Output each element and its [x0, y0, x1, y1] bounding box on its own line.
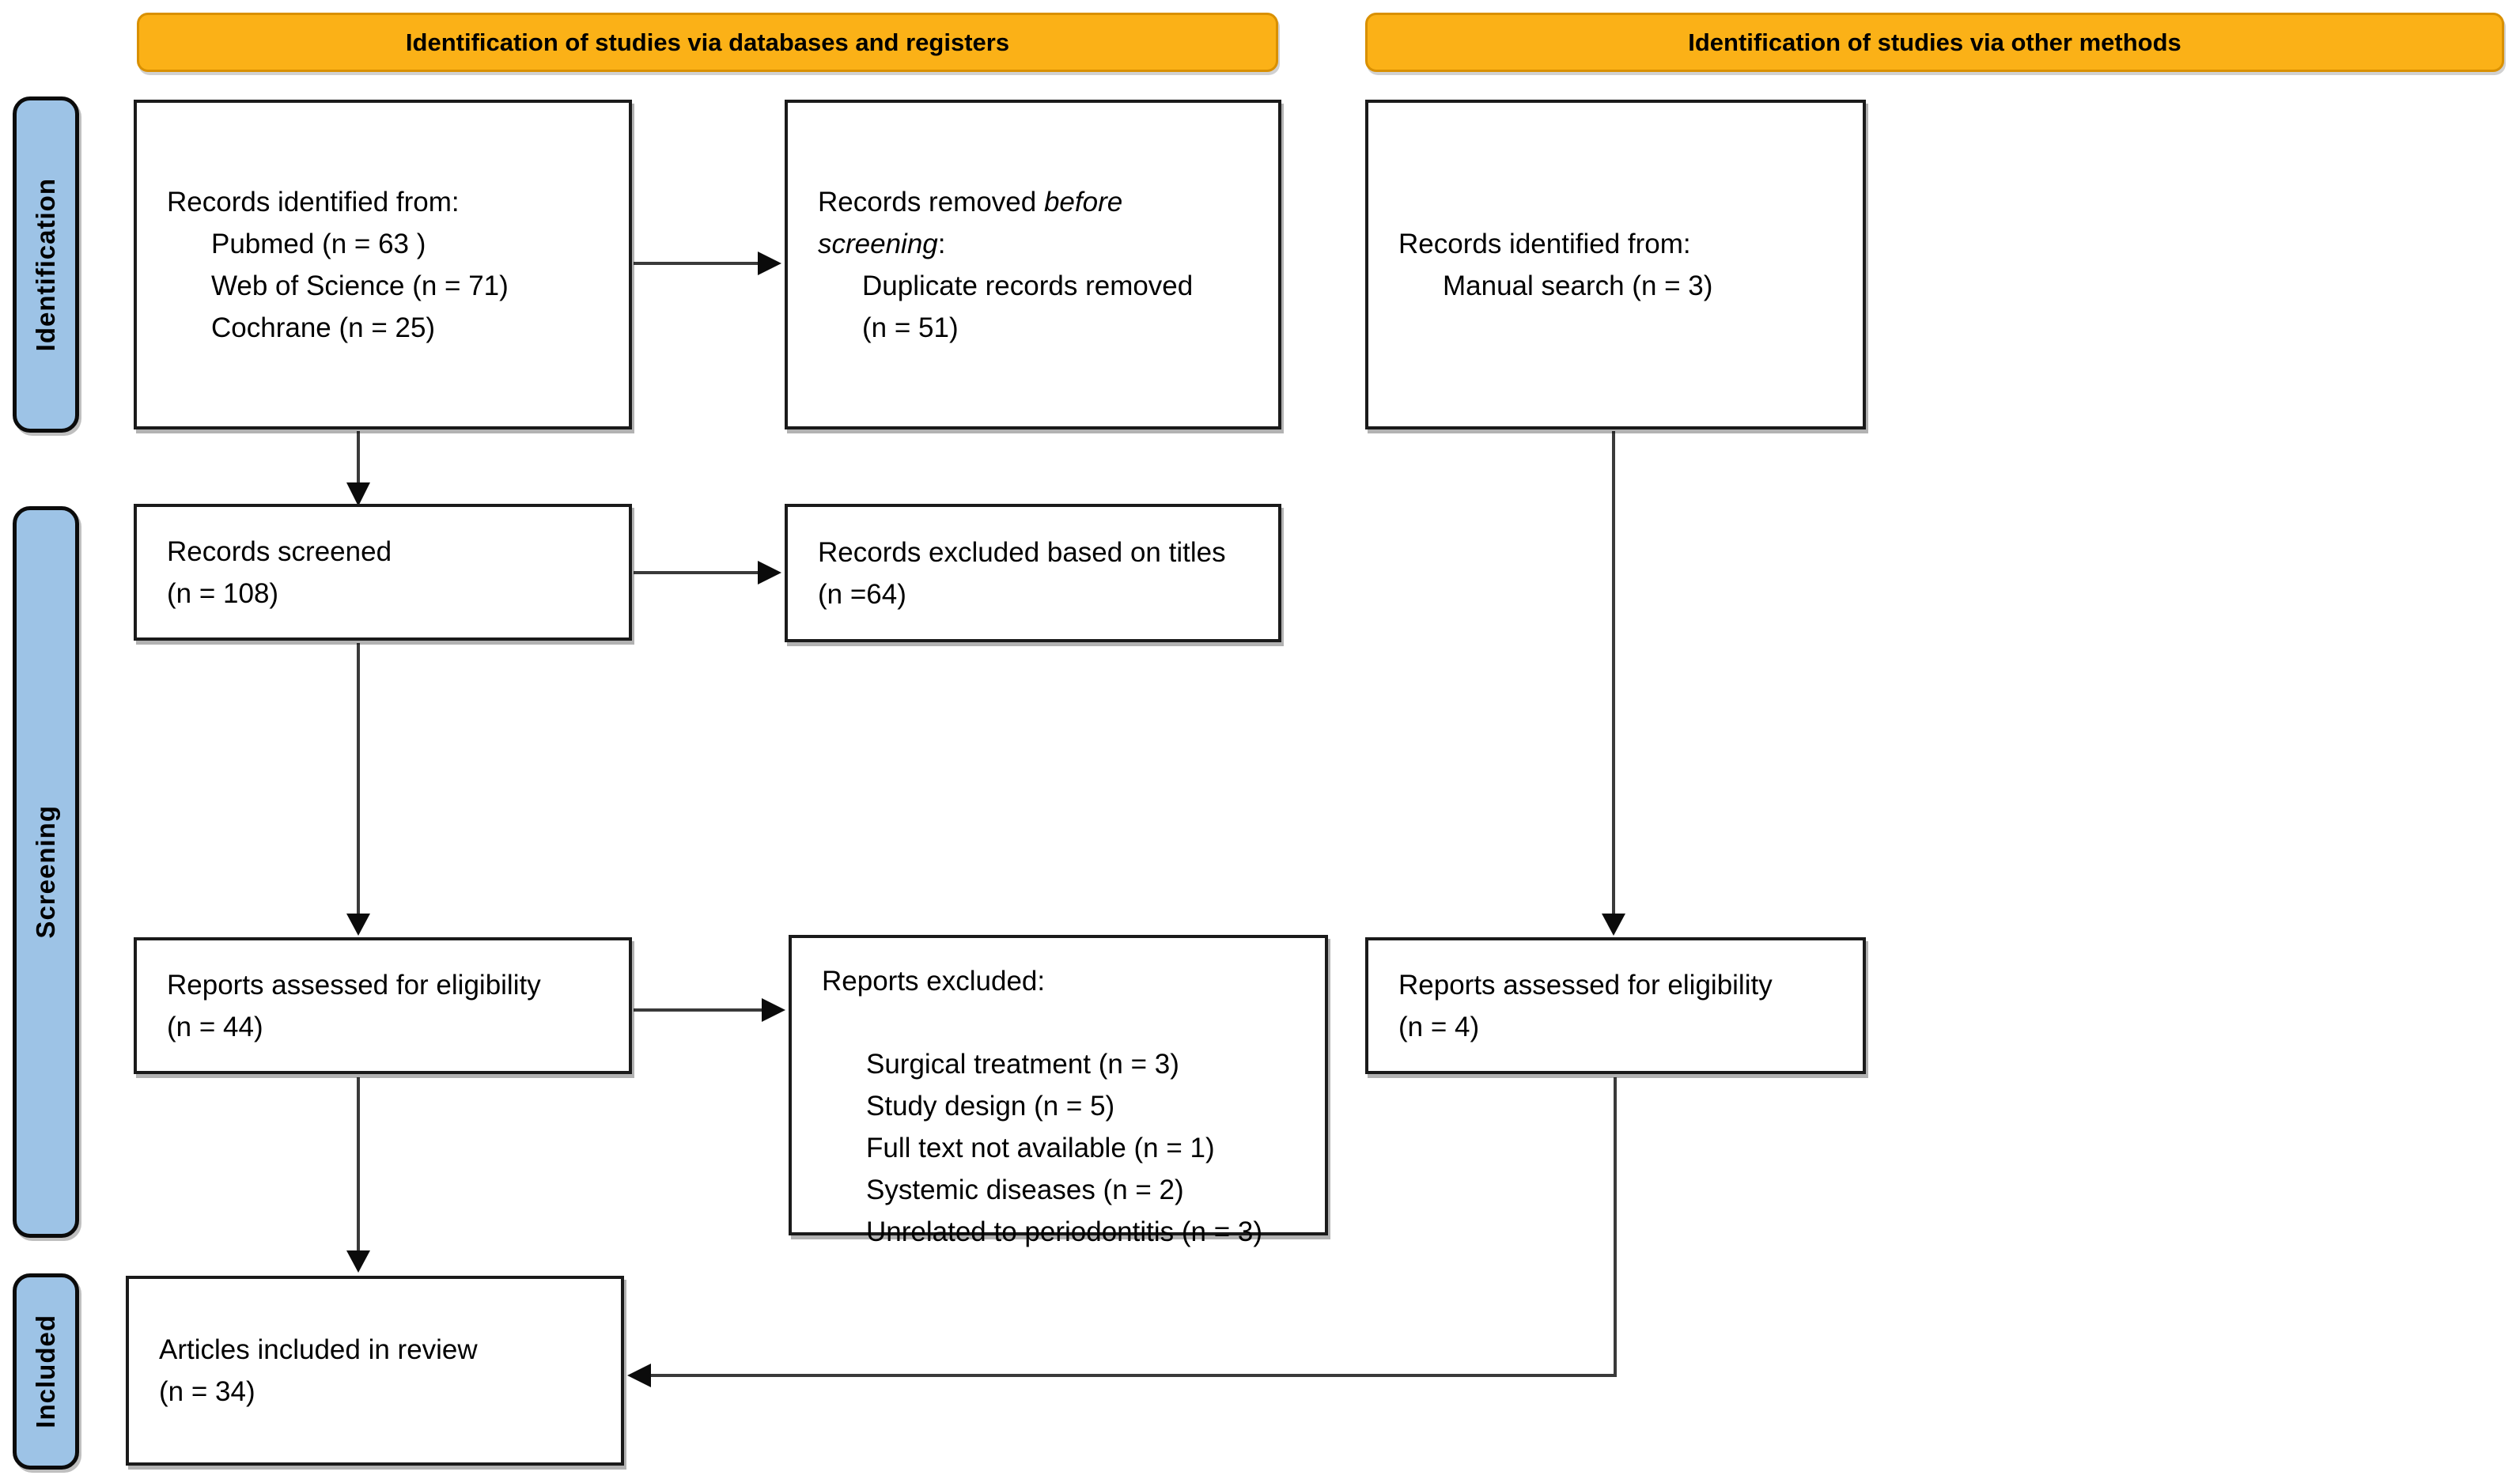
banner-other-label: Identification of studies via other meth…	[1688, 28, 2181, 56]
stage-identification: Identification	[13, 96, 79, 433]
box-records-removed-before-screening: Records removed before screening: Duplic…	[785, 100, 1281, 429]
arrowhead-screened-to-assessed	[346, 914, 370, 936]
arrowhead-assessed-to-included	[346, 1250, 370, 1273]
box-records-identified-other: Records identified from: Manual search (…	[1365, 100, 1866, 429]
box-line1: Reports assessed for eligibility	[1398, 969, 1773, 1001]
stage-included: Included	[13, 1273, 79, 1470]
box-count: (n = 34)	[159, 1376, 255, 1407]
source-manual-search: Manual search (n = 3)	[1443, 270, 1713, 301]
box-title: Reports excluded:	[822, 966, 1046, 997]
box-line1: Articles included in review	[159, 1334, 478, 1365]
arrowhead-assessed-other-to-included	[627, 1364, 651, 1387]
duplicates-removed: Duplicate records removed	[862, 270, 1194, 301]
box-count: (n = 4)	[1398, 1011, 1480, 1042]
reason-full-text: Full text not available (n = 1)	[866, 1133, 1215, 1163]
box-records-screened: Records screened (n = 108)	[134, 504, 632, 641]
arrowhead-screened-to-excluded	[758, 561, 781, 584]
source-cochrane: Cochrane (n = 25)	[211, 312, 436, 343]
box-reports-excluded: Reports excluded: Surgical treatment (n …	[789, 935, 1328, 1247]
banner-databases-registers: Identification of studies via databases …	[137, 13, 1278, 72]
box-title: Records identified from:	[1398, 228, 1691, 259]
reason-surgical-treatment: Surgical treatment (n = 3)	[866, 1049, 1179, 1080]
banner-other-methods: Identification of studies via other meth…	[1365, 13, 2504, 72]
box-articles-included: Articles included in review (n = 34)	[126, 1276, 624, 1466]
box-count: (n = 108)	[167, 577, 279, 609]
exclusion-reasons: Surgical treatment (n = 3) Study design …	[822, 1043, 1306, 1253]
reason-systemic-diseases: Systemic diseases (n = 2)	[866, 1175, 1184, 1205]
arrowhead-identified-to-screened	[346, 482, 370, 506]
box-title-line2: screening:	[818, 228, 946, 259]
arrowhead-manual-to-assessed	[1602, 914, 1625, 936]
box-line1: Reports assessed for eligibility	[167, 969, 541, 1001]
box-line1: Records excluded based on titles	[818, 536, 1226, 568]
reason-unrelated: Unrelated to periodontitis (n = 3)	[866, 1216, 1262, 1247]
source-pubmed: Pubmed (n = 63 )	[211, 228, 426, 259]
box-count: (n =64)	[818, 578, 906, 610]
box-records-excluded-titles: Records excluded based on titles (n =64)	[785, 504, 1281, 642]
box-title-line1: Records removed before	[818, 186, 1123, 218]
box-count: (n = 44)	[167, 1011, 263, 1042]
stage-screening: Screening	[13, 506, 79, 1238]
stage-identification-label: Identification	[31, 177, 60, 352]
reason-study-design: Study design (n = 5)	[866, 1091, 1115, 1122]
arrowhead-assessed-to-excluded	[762, 998, 785, 1022]
arrowhead-identified-to-removed	[758, 252, 781, 275]
box-title: Records identified from:	[167, 186, 460, 218]
stage-included-label: Included	[31, 1315, 60, 1428]
box-records-identified-databases: Records identified from: Pubmed (n = 63 …	[134, 100, 632, 429]
banner-databases-label: Identification of studies via databases …	[405, 28, 1010, 56]
stage-screening-label: Screening	[31, 805, 60, 939]
box-reports-assessed-other: Reports assessed for eligibility (n = 4)	[1365, 937, 1866, 1074]
box-reports-assessed-databases: Reports assessed for eligibility (n = 44…	[134, 937, 632, 1074]
box-line1: Records screened	[167, 535, 392, 567]
duplicates-removed-count: (n = 51)	[862, 312, 959, 343]
source-web-of-science: Web of Science (n = 71)	[211, 270, 509, 301]
